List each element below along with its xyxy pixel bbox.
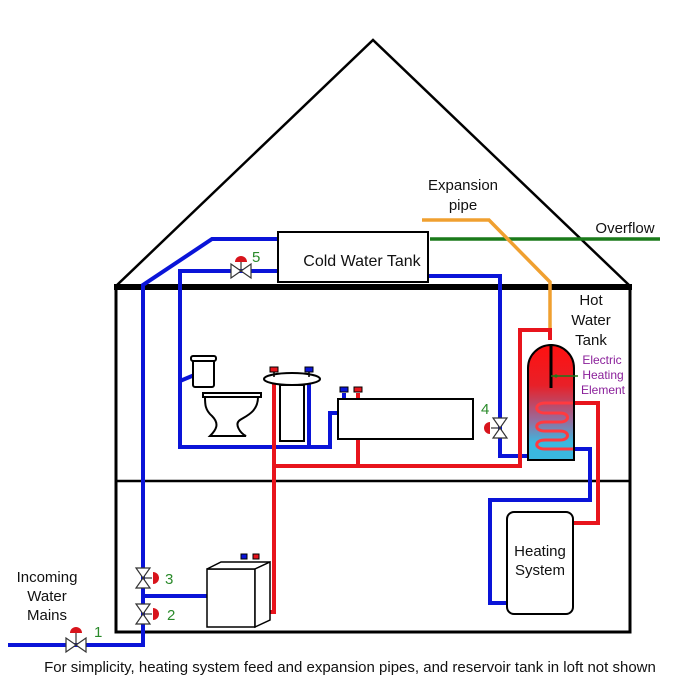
- heating-system-label-1: Heating: [514, 543, 566, 560]
- overflow-label: Overflow: [595, 220, 654, 237]
- hot-water-tank-label-1: Hot: [579, 292, 603, 309]
- incoming-mains-label-1: Incoming: [17, 569, 78, 586]
- hot-water-tank-label-3: Tank: [575, 332, 607, 349]
- basin: [263, 366, 321, 442]
- heating-system: Heating System: [506, 511, 574, 615]
- valve-2-number: 2: [167, 607, 175, 624]
- toilet: [190, 355, 262, 437]
- valve-1-number: 1: [94, 624, 102, 641]
- washing-machine: [206, 553, 271, 629]
- expansion-pipe-label-1: Expansion: [428, 177, 498, 194]
- valve-1[interactable]: 1: [65, 624, 102, 654]
- electric-heating-label-1: Electric: [582, 353, 621, 367]
- cold-water-tank: Cold Water Tank: [277, 231, 429, 283]
- hot-water-tank: [527, 344, 578, 461]
- house-walls: [114, 284, 632, 634]
- roof: [115, 38, 631, 287]
- heating-coil: [535, 401, 573, 451]
- electric-heating-label-2: Heating: [582, 368, 623, 382]
- valve-2[interactable]: 2: [134, 603, 175, 625]
- hot-water-tank-label-2: Water: [571, 312, 610, 329]
- valve-4-number: 4: [481, 401, 489, 418]
- valve-3-number: 3: [165, 571, 173, 588]
- expansion-pipe-label-2: pipe: [449, 197, 477, 214]
- heating-system-label-2: System: [515, 562, 565, 579]
- cold-water-tank-label: Cold Water Tank: [303, 253, 421, 270]
- incoming-mains-label-2: Water: [27, 588, 66, 605]
- incoming-mains-label-3: Mains: [27, 607, 67, 624]
- valve-5-number: 5: [252, 249, 260, 266]
- valve-3[interactable]: 3: [134, 567, 173, 589]
- valve-5[interactable]: 5: [230, 249, 260, 280]
- electric-heating-label-3: Element: [581, 383, 626, 397]
- bath: [337, 386, 474, 440]
- valve-4[interactable]: 4: [481, 401, 509, 439]
- expansion-pipe: [422, 218, 552, 340]
- caption: For simplicity, heating system feed and …: [44, 659, 656, 676]
